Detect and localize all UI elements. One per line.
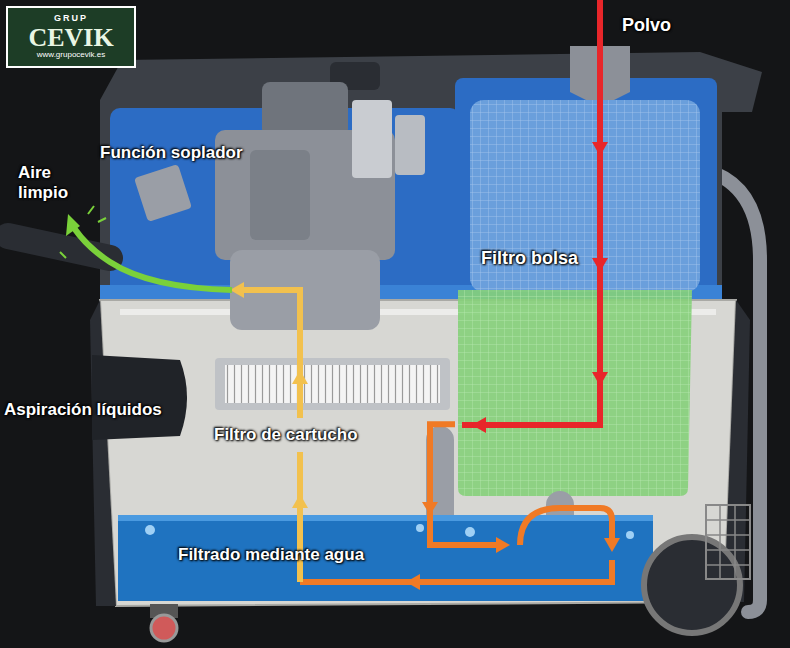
filter-bag xyxy=(458,100,700,496)
logo-box: GRUPCEVIKwww.grupocevik.es xyxy=(6,6,136,68)
wheels xyxy=(151,615,177,641)
water-flow-arrow xyxy=(520,508,612,545)
water-flow-arrow xyxy=(496,537,510,553)
clean-air-arrow xyxy=(60,206,106,258)
water-band xyxy=(465,527,475,537)
water-band xyxy=(416,524,424,532)
part-label: Polvo xyxy=(622,15,671,37)
node-text: www.grupocevik.es xyxy=(37,51,105,59)
wheels xyxy=(706,505,750,579)
part-label: Aspiración líquidos xyxy=(4,400,162,420)
filter-bag xyxy=(458,290,692,496)
clean-air-arrow xyxy=(292,370,308,384)
filter-bag xyxy=(458,290,692,496)
clean-air-arrow xyxy=(74,228,232,290)
wheels xyxy=(706,505,750,579)
liquid-inlet xyxy=(92,355,187,440)
water-band xyxy=(626,531,634,539)
node-text: GRUP xyxy=(54,14,88,23)
node-text: Filtrado mediante agua xyxy=(178,545,364,565)
water-band xyxy=(118,515,653,601)
clean-air-arrow xyxy=(230,282,244,298)
node-text: Filtro bolsa xyxy=(481,248,578,269)
water-band-region: Filtrado mediante agua xyxy=(118,515,653,601)
dust-flow-arrow xyxy=(592,258,608,272)
housing-top xyxy=(100,52,762,300)
tank xyxy=(90,300,116,606)
blower-port xyxy=(134,164,192,222)
filter-bag xyxy=(470,100,700,292)
cartridge-filter xyxy=(225,365,440,403)
wheels xyxy=(150,505,750,641)
dust-flow-arrow xyxy=(462,0,600,425)
part-label: Filtro de cartucho xyxy=(214,425,358,445)
cartridge-filter xyxy=(215,358,450,410)
water-band xyxy=(145,525,155,535)
dust-flow-arrow xyxy=(462,0,608,433)
water-flow-arrow xyxy=(604,538,620,552)
clean-air-arrow xyxy=(60,206,308,582)
clean-air-arrow xyxy=(292,494,308,508)
flow-connector xyxy=(422,424,455,515)
connector-line xyxy=(430,424,455,515)
motor xyxy=(262,82,348,137)
wheels xyxy=(644,537,740,633)
water-flow-arrow xyxy=(430,515,498,545)
part-label: Función soplador xyxy=(100,143,243,163)
filter-bag-region: Filtro bolsa xyxy=(455,98,700,496)
water-band xyxy=(118,515,653,601)
motor xyxy=(395,115,425,175)
housing-top xyxy=(455,78,717,300)
dust-flow-arrow xyxy=(592,142,608,156)
clean-air-arrow xyxy=(66,214,80,236)
blower-port xyxy=(134,164,192,222)
node-text: CEVIK xyxy=(28,24,113,51)
part-label: Aire limpio xyxy=(18,163,80,204)
dust-flow-arrow xyxy=(472,417,486,433)
motor xyxy=(250,150,310,240)
dust-flow-arrow xyxy=(592,372,608,386)
filter-bag xyxy=(470,100,700,292)
motor xyxy=(352,100,392,178)
arrow-head xyxy=(422,502,438,515)
housing-top xyxy=(100,52,762,301)
water-band xyxy=(118,515,653,521)
cartridge-filter xyxy=(215,358,450,410)
water-flow-arrow xyxy=(406,574,420,590)
liquid-inlet xyxy=(92,355,187,440)
